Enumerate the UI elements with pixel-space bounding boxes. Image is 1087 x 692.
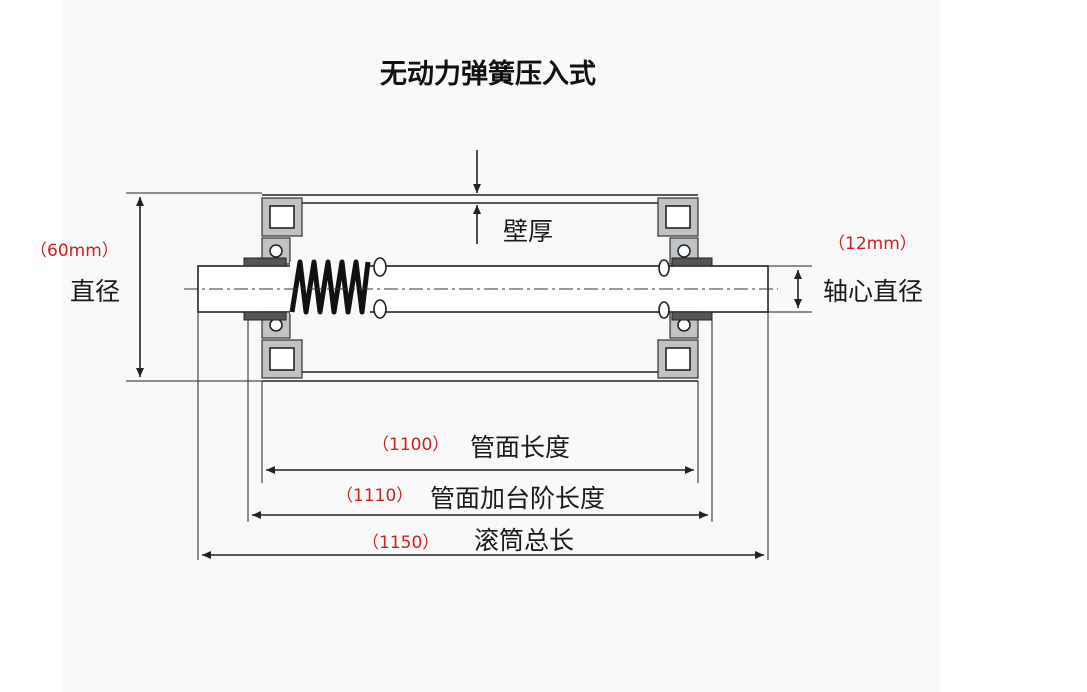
right-retaining-ring-bottom xyxy=(658,301,670,319)
shaft-diameter-value: （12mm） xyxy=(828,234,917,254)
diameter-label: 直径 xyxy=(70,277,121,306)
tube-step-length-value: （1110） xyxy=(336,486,414,506)
right-bearing-ball-bottom xyxy=(677,318,691,332)
right-retaining-ring-top xyxy=(658,259,670,277)
right-shaft-collar-top xyxy=(671,257,713,267)
right-bearing-ball-top xyxy=(677,244,691,258)
left-shaft-collar-bottom xyxy=(243,311,287,321)
shaft xyxy=(197,265,769,313)
diagram-background xyxy=(62,0,940,692)
left-bearing-ball-bottom xyxy=(269,318,283,332)
left-bearing-ball-top xyxy=(269,244,283,258)
left-shaft-collar-top xyxy=(243,257,287,267)
shaft-diameter-label: 轴心直径 xyxy=(823,277,924,306)
right-end-cap-top-slot xyxy=(665,205,691,229)
total-length-value: （1150） xyxy=(362,533,440,553)
left-end-cap-top-slot xyxy=(269,205,295,229)
right-shaft-collar-bottom xyxy=(671,311,713,321)
right-end-cap-bottom-slot xyxy=(665,347,691,371)
wall-thickness-label: 壁厚 xyxy=(503,217,554,246)
tube-length-value: （1100） xyxy=(372,435,450,455)
total-length-label: 滚筒总长 xyxy=(474,526,575,555)
tube-length-label: 管面长度 xyxy=(470,433,571,462)
compression-spring xyxy=(289,257,387,319)
diameter-value: （60mm） xyxy=(30,241,119,261)
tube-step-length-label: 管面加台阶长度 xyxy=(430,484,606,513)
diagram-title: 无动力弹簧压入式 xyxy=(380,59,596,90)
right-end-cap-top xyxy=(657,197,699,237)
left-end-cap-bottom-slot xyxy=(269,347,295,371)
